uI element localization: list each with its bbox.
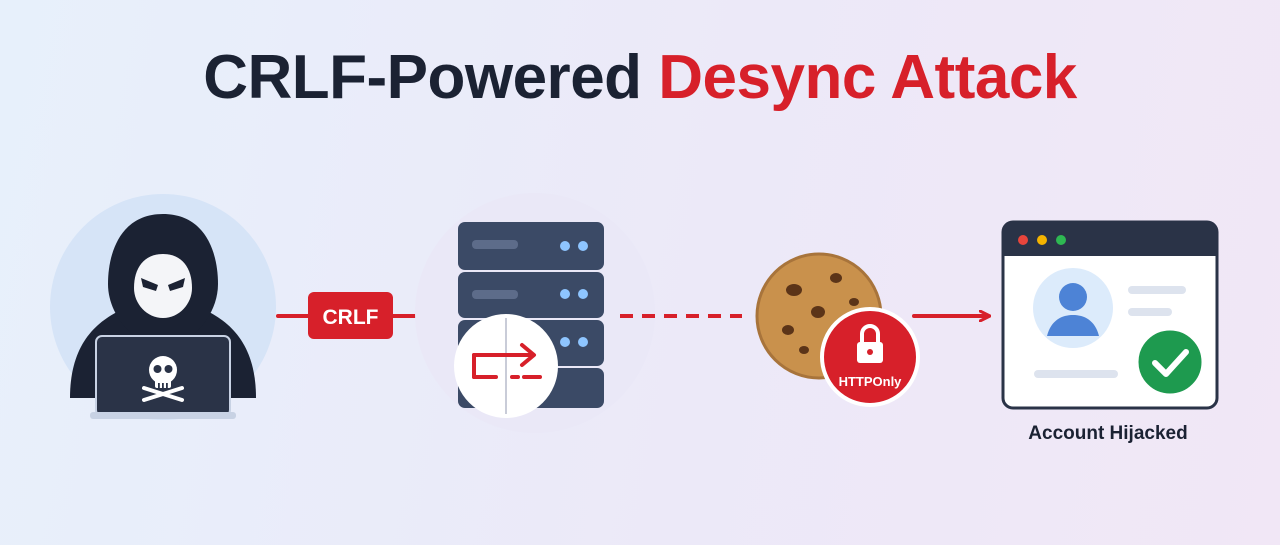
window-close-dot — [1018, 235, 1028, 245]
hacker-icon — [50, 194, 276, 420]
checkmark-icon — [1135, 327, 1205, 397]
account-hijacked-caption: Account Hijacked — [1028, 423, 1188, 444]
httponly-badge: HTTPOnly — [820, 307, 920, 407]
title-part-2: Desync Attack — [658, 43, 1077, 112]
skull-icon — [142, 356, 184, 402]
lock-icon — [857, 324, 883, 363]
window-maximize-dot — [1056, 235, 1066, 245]
placeholder-line — [1128, 308, 1172, 316]
crlf-badge-label: CRLF — [323, 306, 379, 329]
desync-split-icon — [454, 314, 558, 418]
httponly-label: HTTPOnly — [839, 374, 903, 389]
window-minimize-dot — [1037, 235, 1047, 245]
placeholder-line — [1128, 286, 1186, 294]
title-part-1: CRLF-Powered — [203, 43, 642, 112]
crlf-badge: CRLF — [308, 292, 393, 339]
browser-window-icon — [1001, 220, 1219, 410]
user-avatar-icon — [1033, 268, 1113, 348]
diagram-title: CRLF-Powered Desync Attack — [0, 40, 1280, 116]
placeholder-line — [1034, 370, 1118, 378]
